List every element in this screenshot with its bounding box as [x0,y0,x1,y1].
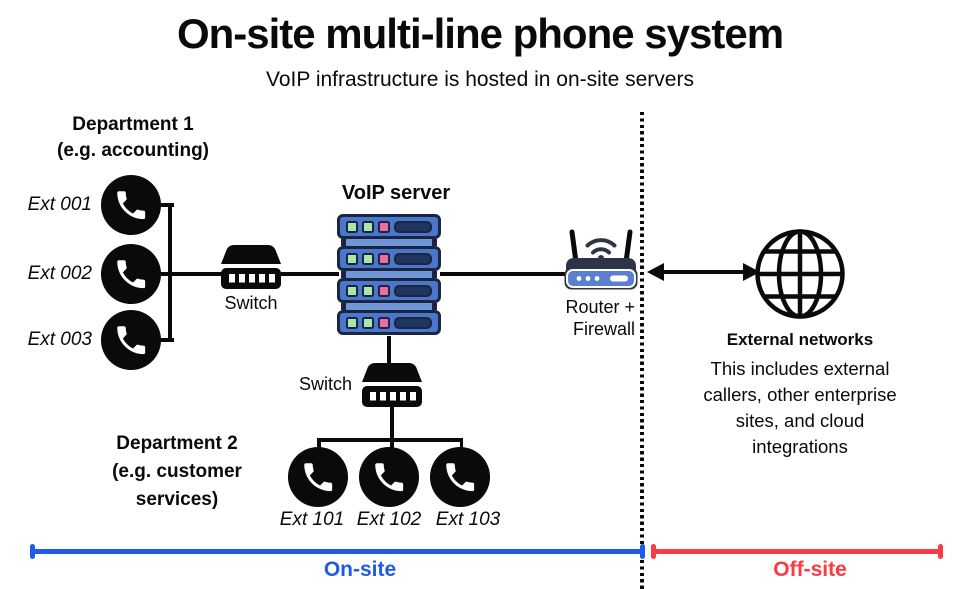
server-unit [337,246,441,271]
department1-label-line2: (e.g. accounting) [57,140,209,161]
offsite-bar-left-cap [651,544,656,559]
server-unit [337,278,441,303]
department2-label-line1: Department 2 [116,433,238,454]
site-boundary-dotted-line [640,112,644,589]
connector-phone3-stub [158,338,174,342]
server-unit [337,214,441,239]
server-connector [341,271,437,278]
server-led-icon [346,252,358,265]
onsite-bar-right-cap [640,544,645,559]
switch2-label: Switch [298,374,352,394]
server-slot [394,284,432,297]
connector-phone1-stub [158,203,174,207]
network-switch-icon [221,245,281,289]
offsite-bar-right-cap [938,544,943,559]
connector-switch1-to-server [281,272,339,276]
network-switch-icon [362,363,422,407]
voip-server-label: VoIP server [341,182,451,204]
department2-label: Department 2 (e.g. customer services) [92,430,262,514]
onsite-bar-left-cap [30,544,35,559]
switch2 [361,362,423,413]
phone-icon [100,174,162,236]
department2-label-line2: (e.g. customer [112,461,242,482]
server-led-icon [378,316,390,329]
phone-ext-101 [287,446,349,513]
server-led-icon [362,220,374,233]
connector-switch2-down [390,407,394,449]
server-led-icon [378,220,390,233]
server-led-icon [362,316,374,329]
phone-ext-102 [358,446,420,513]
external-desc-line3: sites, and cloud [735,410,865,431]
server-led-icon [346,220,358,233]
department1-label-line1: Department 1 [72,114,194,135]
phone-ext-103 [429,446,491,513]
department1-label: Department 1 (e.g. accounting) [38,112,228,164]
server-connector [341,239,437,246]
arrow-left-head-icon [647,263,664,281]
connector-phones-to-switch1 [160,272,222,276]
ext-102-label: Ext 102 [356,509,422,530]
server-led-icon [378,284,390,297]
department2-label-line3: services) [135,489,219,510]
server-slot [394,220,432,233]
phone-ext-001 [100,174,162,241]
external-networks-description: This includes external callers, other en… [665,356,935,460]
server-led-icon [378,252,390,265]
ext-003-label: Ext 003 [27,329,92,350]
phone-icon [358,446,420,508]
page-title: On-site multi-line phone system [176,10,784,57]
connector-branch-left-stub [317,438,321,449]
connector-branch-horizontal [317,438,463,442]
offsite-zone-bar [651,549,943,554]
server-led-icon [346,284,358,297]
router-label: Router + Firewall [520,296,635,340]
phone-icon [287,446,349,508]
ext-101-label: Ext 101 [279,509,345,530]
arrow-router-external-shaft [660,270,748,274]
ext-002-label: Ext 002 [27,263,92,284]
phone-icon [429,446,491,508]
offsite-zone-label: Off-site [773,558,847,581]
voip-server-icon [337,214,441,335]
server-slot [394,316,432,329]
router-label-line2: Firewall [572,319,635,339]
server-led-icon [362,284,374,297]
phone-icon [100,309,162,371]
phone-ext-003 [100,309,162,376]
page-subtitle: VoIP infrastructure is hosted in on-site… [266,68,694,91]
external-desc-line1: This includes external [710,358,890,379]
switch1-label: Switch [224,293,278,313]
phone-icon [100,243,162,305]
router-label-line1: Router + [565,297,635,317]
server-led-icon [346,316,358,329]
globe-icon [755,229,845,319]
onsite-zone-bar [30,549,645,554]
server-led-icon [362,252,374,265]
server-connector [341,303,437,310]
server-unit [337,310,441,335]
connector-branch-right-stub [459,438,463,449]
external-networks-title: External networks [726,330,874,349]
connector-server-to-router [440,272,565,276]
connector-server-to-switch2 [387,336,391,364]
phone-ext-002 [100,243,162,310]
switch1 [220,244,282,295]
external-networks-node [754,228,846,325]
external-desc-line4: integrations [752,436,848,457]
router-icon [564,229,638,290]
server-slot [394,252,432,265]
ext-001-label: Ext 001 [27,194,92,215]
onsite-zone-label: On-site [323,558,397,581]
ext-103-label: Ext 103 [435,509,501,530]
external-desc-line2: callers, other enterprise [703,384,897,405]
router-firewall [562,226,640,297]
